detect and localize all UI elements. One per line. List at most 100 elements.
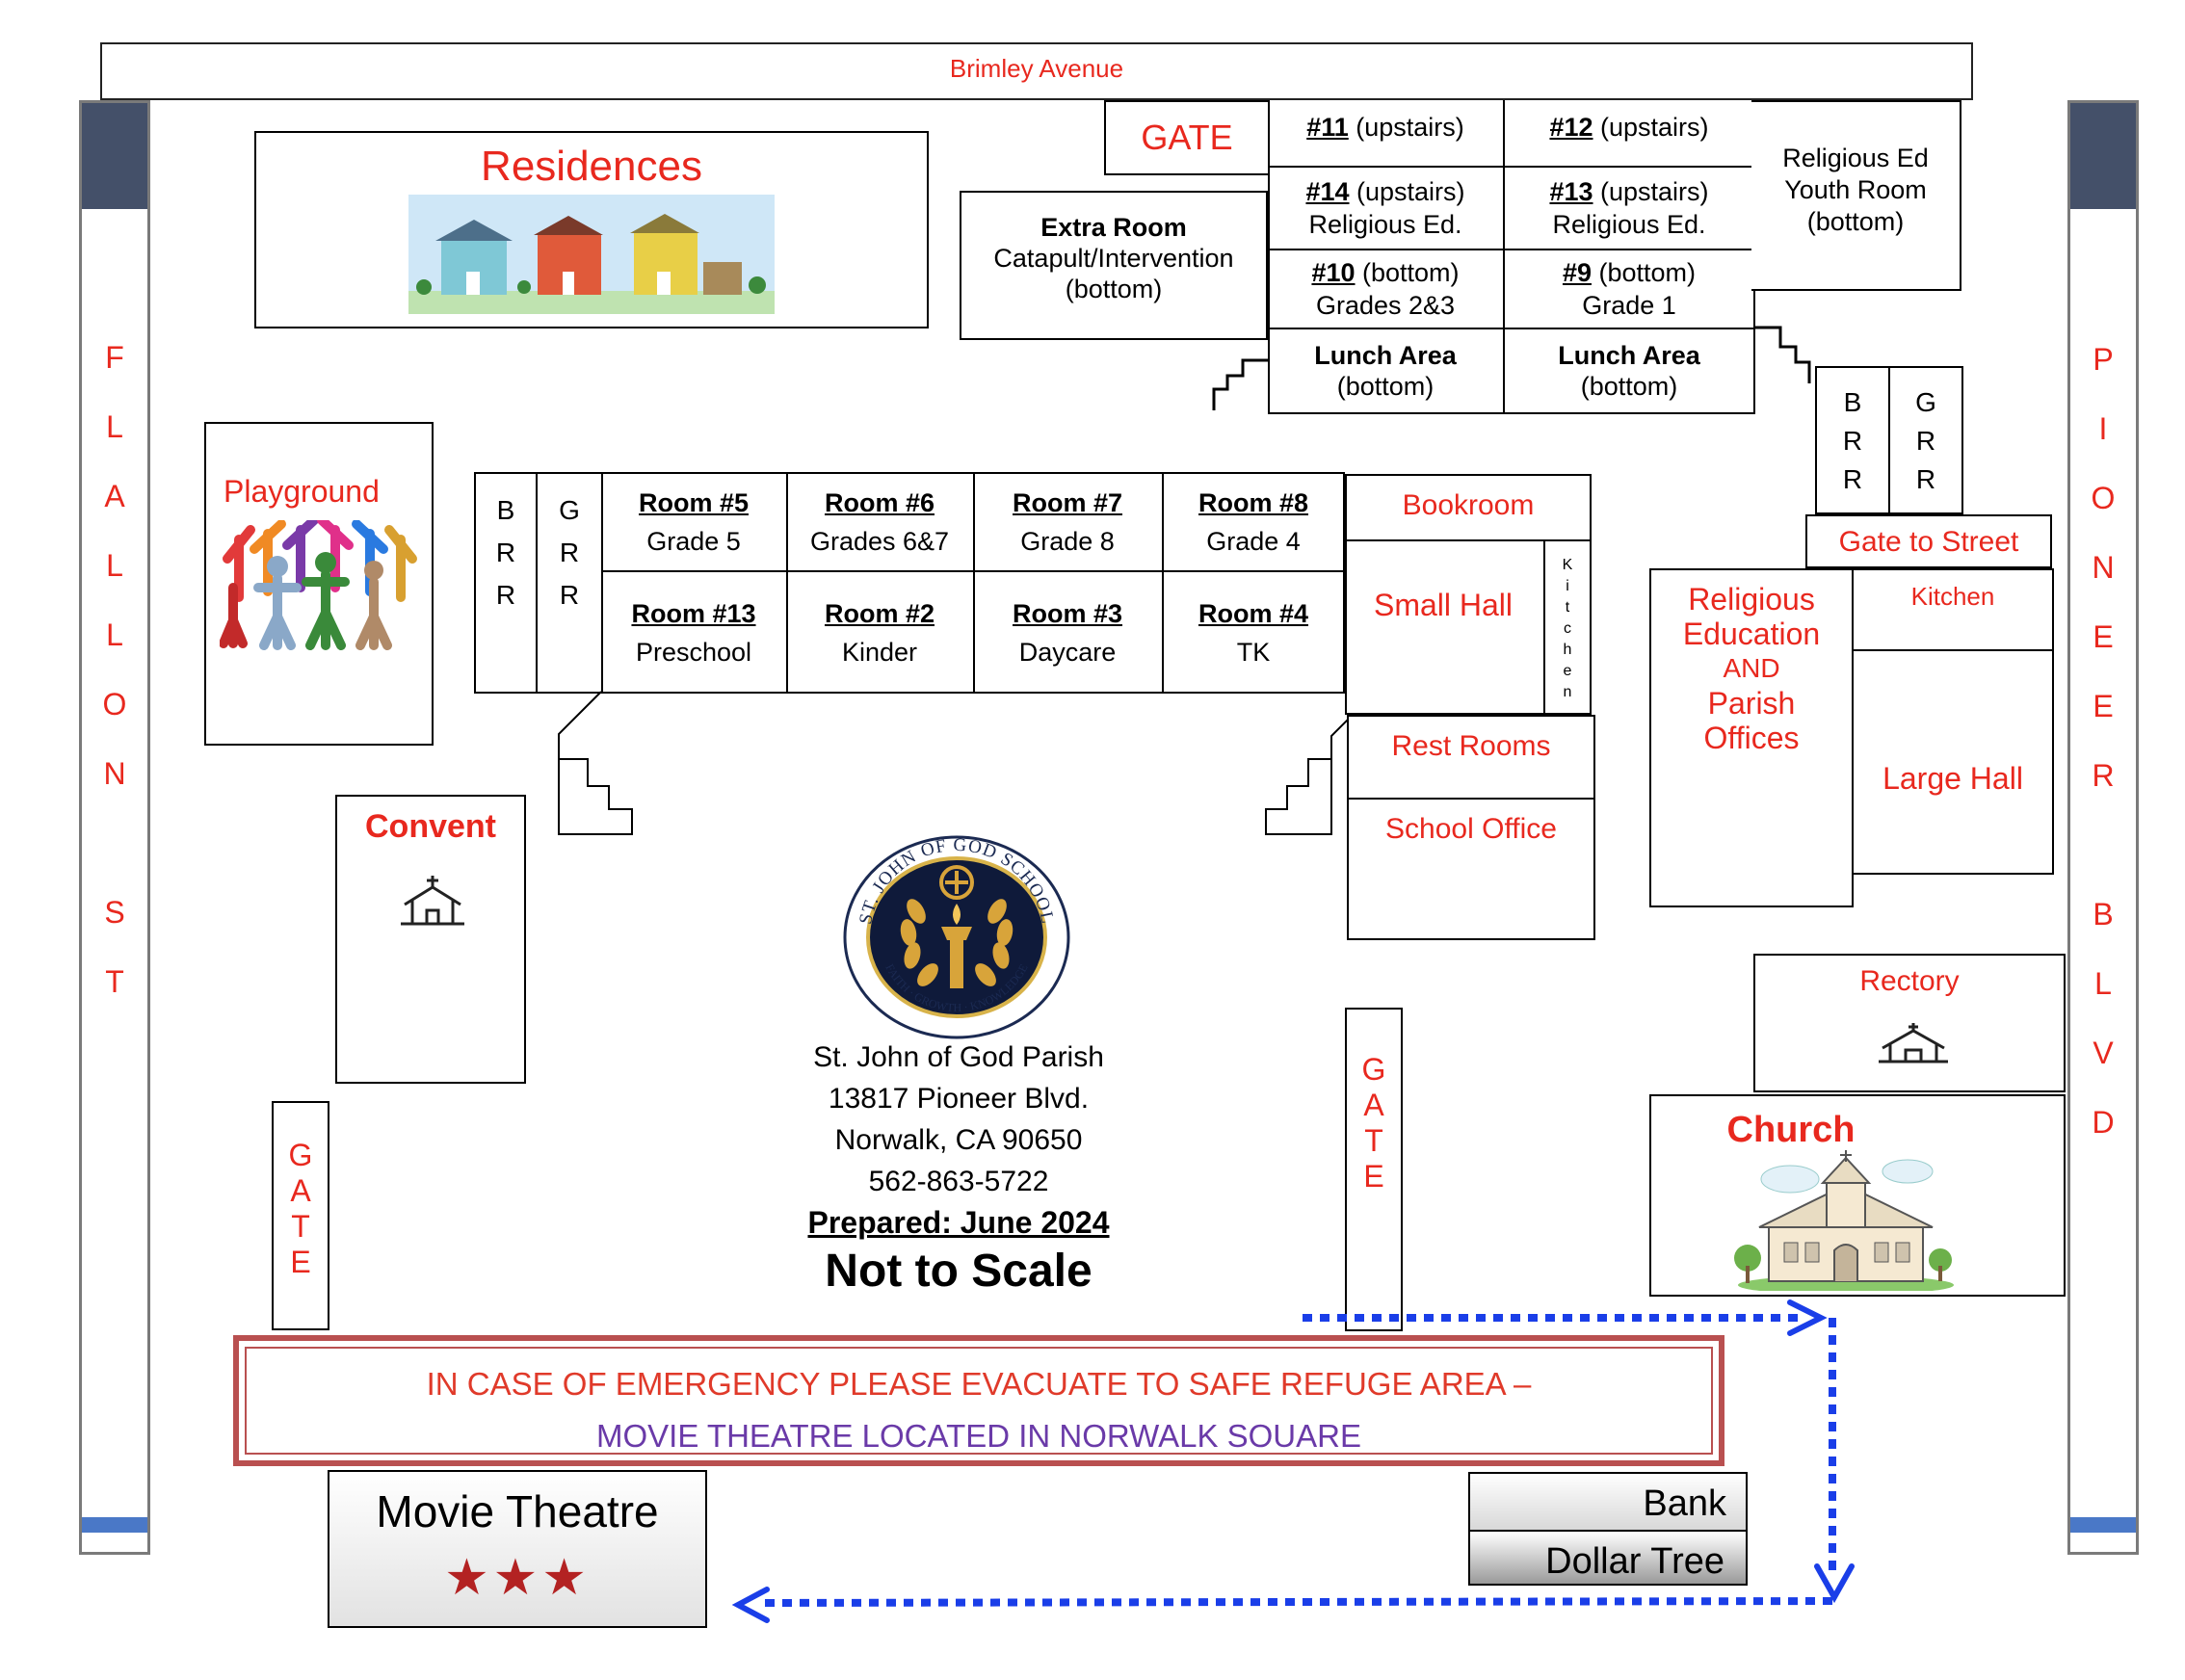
gate-left-letter: T	[291, 1209, 310, 1244]
small-kitchen-letter: t	[1565, 599, 1570, 616]
street-brimley-label: Brimley Avenue	[949, 54, 1124, 83]
gate-to-street-label: Gate to Street	[1838, 526, 2019, 558]
room-13-upstairs[interactable]: #13 (upstairs) Religious Ed.	[1549, 177, 1709, 239]
gate-left-letter: G	[288, 1138, 313, 1172]
gate-center-letter: T	[1364, 1123, 1383, 1158]
classroom-grade: Daycare	[1018, 638, 1117, 667]
religious-ed-offices-line: Parish	[1707, 686, 1796, 721]
classroom-grade: Grade 4	[1206, 527, 1301, 556]
room-11[interactable]: #11 (upstairs)	[1306, 113, 1464, 142]
pioneer-blvd-letter: O	[2091, 481, 2116, 515]
bank: Bank	[1468, 1472, 1748, 1532]
classroom-grade: Kinder	[841, 638, 918, 667]
movie-theatre[interactable]: Movie Theatre ★★★	[328, 1470, 707, 1628]
small-kitchen-letter: c	[1564, 620, 1571, 637]
large-hall-label: Large Hall	[1882, 761, 2023, 796]
convent: Convent	[335, 795, 526, 1084]
classroom-name: Room #8	[1198, 488, 1309, 517]
bookroom-label: Bookroom	[1402, 489, 1535, 521]
stairs-classroom-left	[558, 691, 633, 835]
religious-ed-offices-line: Education	[1682, 617, 1821, 651]
chapel-icon	[401, 876, 464, 926]
classroom-name: Room #13	[631, 599, 756, 628]
school-seal-icon: ST. JOHN OF GOD SCHOOL FAITH · GROWTH · …	[843, 835, 1070, 1039]
address-line2: Norwalk, CA 90650	[834, 1124, 1083, 1156]
stairs-upper-left	[1212, 358, 1268, 410]
fallon-st-letter: N	[103, 756, 126, 791]
rest-rooms: Rest Rooms	[1347, 715, 1595, 800]
gate-center-letter: A	[1363, 1088, 1384, 1122]
gate-to-street[interactable]: Gate to Street	[1805, 514, 2052, 568]
church-label: Church	[1726, 1110, 1856, 1150]
fallon-st-letter: L	[106, 548, 123, 583]
rectory-label: Rectory	[1859, 965, 1960, 997]
rest-rooms-label: Rest Rooms	[1391, 730, 1551, 762]
religious-ed-offices-line: Religious	[1688, 582, 1815, 617]
lunch-area-left[interactable]: Lunch Area (bottom)	[1314, 341, 1457, 401]
religious-ed-offices-line: Offices	[1703, 721, 1800, 755]
classroom[interactable]: Room #2 Kinder	[786, 572, 973, 694]
extra-room-line3: (bottom)	[1065, 275, 1163, 303]
classroom-name: Room #4	[1198, 599, 1309, 628]
upper-building: #11 (upstairs) #12 (upstairs) #14 (upsta…	[1268, 100, 1755, 414]
gate-left-letter: A	[290, 1173, 311, 1208]
pioneer-blvd-letter: R	[2092, 758, 2115, 793]
phone: 562-863-5722	[868, 1166, 1049, 1197]
large-hall: Large Hall	[1852, 649, 2054, 875]
pioneer-blvd-letter: V	[2093, 1036, 2114, 1070]
classroom-grade: Grade 5	[646, 527, 741, 556]
fallon-st-letter: T	[105, 964, 124, 999]
church-icon	[1734, 1150, 1954, 1291]
residences: Residences	[254, 131, 929, 328]
gate-top[interactable]: GATE	[1104, 100, 1270, 175]
dollar-tree-label: Dollar Tree	[1545, 1541, 1724, 1582]
classroom-name: Room #3	[1012, 599, 1123, 628]
room-14[interactable]: #14 (upstairs) Religious Ed.	[1305, 177, 1465, 239]
emergency-banner: IN CASE OF EMERGENCY PLEASE EVACUATE TO …	[233, 1335, 1724, 1466]
classroom[interactable]: Room #8 Grade 4	[1162, 474, 1345, 570]
stairs-upper-right	[1755, 326, 1811, 383]
pioneer-blvd-letter: L	[2094, 966, 2112, 1001]
room-9[interactable]: #9 (bottom) Grade 1	[1562, 258, 1697, 320]
lunch-area-right[interactable]: Lunch Area (bottom)	[1558, 341, 1700, 401]
fallon-st-letter: F	[105, 340, 124, 375]
fallon-st-letter: A	[104, 479, 125, 513]
address-line1: 13817 Pioneer Blvd.	[828, 1083, 1090, 1115]
kitchen-label: Kitchen	[1910, 582, 1995, 611]
rectory: Rectory	[1753, 954, 2066, 1092]
bookroom: Bookroom	[1345, 474, 1592, 541]
classroom-name: Room #2	[824, 599, 935, 628]
school-office[interactable]: School Office	[1347, 798, 1595, 940]
room-12[interactable]: #12 (upstairs)	[1549, 113, 1709, 142]
gate-top-label: GATE	[1141, 118, 1233, 157]
playground: Playground	[204, 422, 434, 746]
room-10[interactable]: #10 (bottom) Grades 2&3	[1311, 258, 1460, 320]
scale-note: Not to Scale	[825, 1246, 1092, 1297]
classroom-grade: Grade 8	[1020, 527, 1115, 556]
pioneer-blvd-letter: N	[2092, 550, 2115, 585]
fallon-st-letter: L	[106, 617, 123, 652]
school-info: St. John of God Parish 13817 Pioneer Blv…	[751, 1037, 1166, 1299]
pioneer-blvd-letter: P	[2093, 342, 2114, 377]
classroom[interactable]: Room #3 Daycare	[973, 572, 1162, 694]
school-office-label: School Office	[1385, 813, 1557, 845]
street-brimley: Brimley Avenue	[100, 42, 1973, 100]
pioneer-blvd-letter: E	[2093, 619, 2114, 654]
small-kitchen-letter: h	[1563, 642, 1572, 658]
religious-ed-youth-room: Religious Ed Youth Room (bottom)	[1751, 100, 1961, 291]
small-hall-label: Small Hall	[1373, 588, 1514, 622]
pioneer-blvd-letter: I	[2098, 411, 2108, 446]
